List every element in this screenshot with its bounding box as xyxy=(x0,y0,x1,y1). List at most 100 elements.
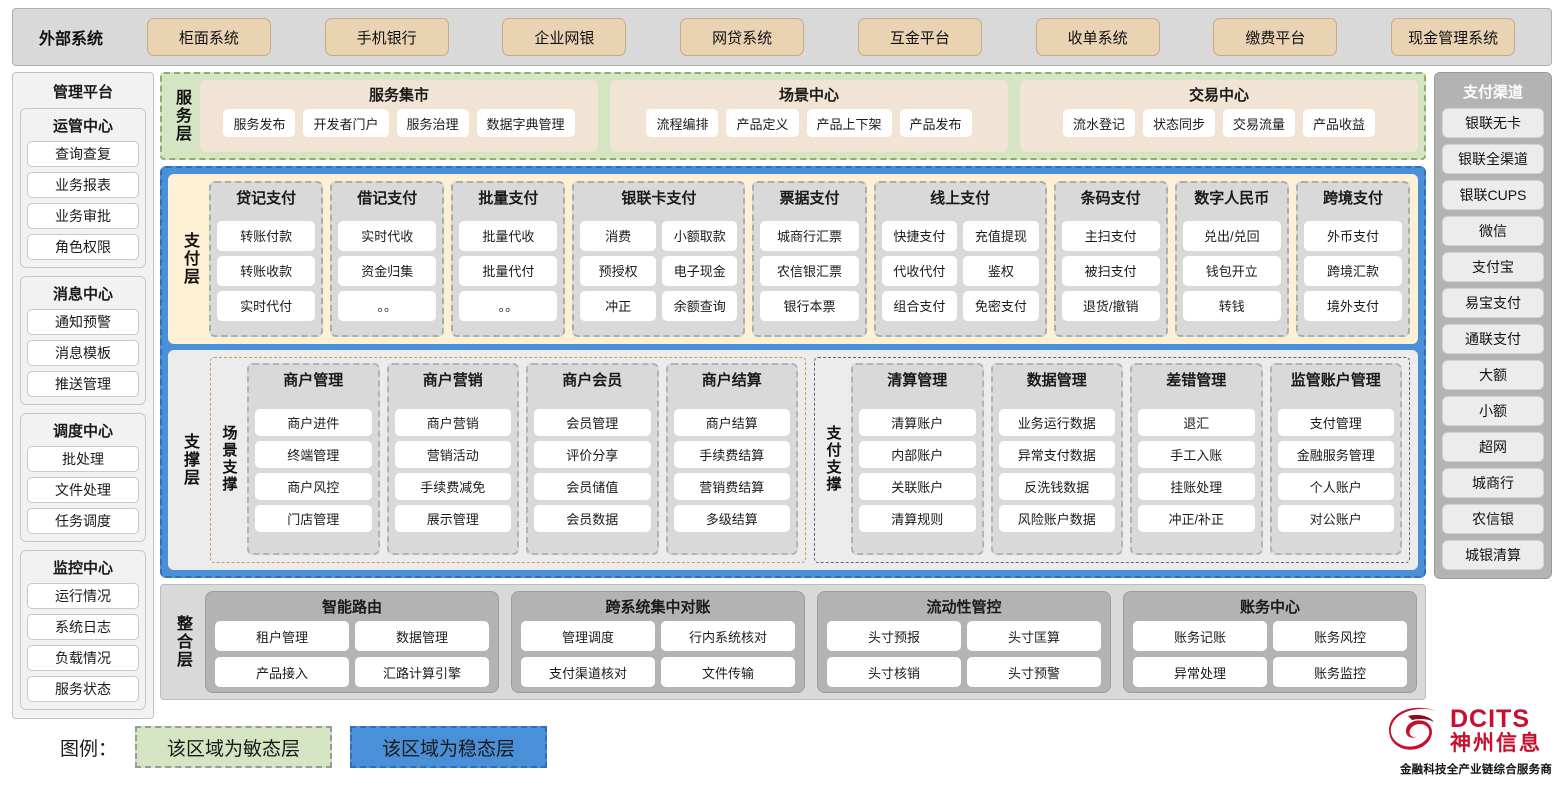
scene-support-chip[interactable]: 会员储值 xyxy=(534,473,651,500)
management-item[interactable]: 业务报表 xyxy=(27,172,139,198)
integration-chip[interactable]: 汇路计算引擎 xyxy=(355,657,489,687)
scene-support-chip[interactable]: 门店管理 xyxy=(255,505,372,532)
payment-support-chip[interactable]: 异常支付数据 xyxy=(998,441,1115,468)
service-chip[interactable]: 数据字典管理 xyxy=(476,109,575,137)
service-chip[interactable]: 服务治理 xyxy=(396,109,469,137)
scene-support-chip[interactable]: 展示管理 xyxy=(394,505,511,532)
external-system-chip[interactable]: 互金平台 xyxy=(857,18,982,56)
scene-support-chip[interactable]: 商户风控 xyxy=(255,473,372,500)
service-chip[interactable]: 流水登记 xyxy=(1062,109,1135,137)
integration-chip[interactable]: 数据管理 xyxy=(355,621,489,651)
scene-support-chip[interactable]: 营销活动 xyxy=(394,441,511,468)
payment-chip[interactable]: 鉴权 xyxy=(963,255,1039,286)
payment-support-chip[interactable]: 关联账户 xyxy=(859,473,976,500)
scene-support-chip[interactable]: 商户进件 xyxy=(255,409,372,436)
management-item[interactable]: 任务调度 xyxy=(27,508,139,534)
management-item[interactable]: 负载情况 xyxy=(27,645,139,671)
integration-chip[interactable]: 产品接入 xyxy=(215,657,349,687)
payment-channel-item[interactable]: 通联支付 xyxy=(1442,324,1544,354)
payment-chip[interactable]: 电子现金 xyxy=(661,255,738,286)
payment-chip[interactable]: 钱包开立 xyxy=(1182,255,1281,286)
payment-channel-item[interactable]: 农信银 xyxy=(1442,504,1544,534)
service-chip[interactable]: 服务发布 xyxy=(223,109,296,137)
payment-chip[interactable]: 。。 xyxy=(338,290,437,321)
scene-support-chip[interactable]: 会员管理 xyxy=(534,409,651,436)
payment-support-chip[interactable]: 对公账户 xyxy=(1277,505,1394,532)
payment-support-chip[interactable]: 风险账户数据 xyxy=(998,505,1115,532)
payment-channel-item[interactable]: 大额 xyxy=(1442,360,1544,390)
payment-support-chip[interactable]: 清算账户 xyxy=(859,409,976,436)
service-chip[interactable]: 开发者门户 xyxy=(303,109,389,137)
external-system-chip[interactable]: 收单系统 xyxy=(1035,18,1160,56)
payment-chip[interactable]: 农信银汇票 xyxy=(760,255,859,286)
integration-chip[interactable]: 文件传输 xyxy=(661,657,795,687)
external-system-chip[interactable]: 现金管理系统 xyxy=(1391,18,1516,56)
payment-chip[interactable]: 免密支付 xyxy=(963,290,1039,321)
payment-chip[interactable]: 境外支付 xyxy=(1303,290,1403,321)
payment-chip[interactable]: 退货/撤销 xyxy=(1061,290,1160,321)
management-item[interactable]: 业务审批 xyxy=(27,203,139,229)
management-item[interactable]: 批处理 xyxy=(27,446,139,472)
service-chip[interactable]: 产品定义 xyxy=(726,109,799,137)
payment-channel-item[interactable]: 易宝支付 xyxy=(1442,288,1544,318)
payment-chip[interactable]: 实时代收 xyxy=(338,220,437,251)
payment-chip[interactable]: 预授权 xyxy=(580,255,656,286)
payment-support-chip[interactable]: 业务运行数据 xyxy=(998,409,1115,436)
integration-chip[interactable]: 行内系统核对 xyxy=(661,621,795,651)
scene-support-chip[interactable]: 商户营销 xyxy=(394,409,511,436)
payment-channel-item[interactable]: 银联无卡 xyxy=(1442,108,1544,138)
integration-chip[interactable]: 管理调度 xyxy=(521,621,655,651)
payment-chip[interactable]: 余额查询 xyxy=(661,290,738,321)
service-chip[interactable]: 产品收益 xyxy=(1303,109,1376,137)
management-item[interactable]: 服务状态 xyxy=(27,676,139,702)
service-chip[interactable]: 流程编排 xyxy=(646,109,719,137)
payment-support-chip[interactable]: 个人账户 xyxy=(1277,473,1394,500)
scene-support-chip[interactable]: 营销费结算 xyxy=(673,473,790,500)
payment-chip[interactable]: 消费 xyxy=(580,220,656,251)
integration-chip[interactable]: 账务记账 xyxy=(1133,621,1267,651)
payment-chip[interactable]: 银行本票 xyxy=(760,290,859,321)
management-item[interactable]: 运行情况 xyxy=(27,583,139,609)
service-chip[interactable]: 产品上下架 xyxy=(806,109,892,137)
integration-chip[interactable]: 支付渠道核对 xyxy=(521,657,655,687)
payment-support-chip[interactable]: 冲正/补正 xyxy=(1138,505,1255,532)
management-item[interactable]: 文件处理 xyxy=(27,477,139,503)
payment-chip[interactable]: 小额取款 xyxy=(661,220,738,251)
integration-chip[interactable]: 租户管理 xyxy=(215,621,349,651)
payment-chip[interactable]: 批量代收 xyxy=(459,220,558,251)
payment-chip[interactable]: 充值提现 xyxy=(963,220,1039,251)
payment-support-chip[interactable]: 内部账户 xyxy=(859,441,976,468)
payment-channel-item[interactable]: 银联CUPS xyxy=(1442,180,1544,210)
integration-chip[interactable]: 头寸核销 xyxy=(827,657,961,687)
payment-channel-item[interactable]: 城银清算 xyxy=(1442,540,1544,570)
payment-chip[interactable]: 兑出/兑回 xyxy=(1182,220,1281,251)
external-system-chip[interactable]: 网贷系统 xyxy=(680,18,805,56)
payment-chip[interactable]: 代收代付 xyxy=(881,255,958,286)
scene-support-chip[interactable]: 终端管理 xyxy=(255,441,372,468)
payment-chip[interactable]: 组合支付 xyxy=(881,290,958,321)
service-chip[interactable]: 状态同步 xyxy=(1142,109,1215,137)
payment-chip[interactable]: 冲正 xyxy=(580,290,656,321)
payment-support-chip[interactable]: 反洗钱数据 xyxy=(998,473,1115,500)
scene-support-chip[interactable]: 手续费减免 xyxy=(394,473,511,500)
external-system-chip[interactable]: 企业网银 xyxy=(502,18,627,56)
payment-channel-item[interactable]: 支付宝 xyxy=(1442,252,1544,282)
management-item[interactable]: 推送管理 xyxy=(27,371,139,397)
payment-channel-item[interactable]: 城商行 xyxy=(1442,468,1544,498)
integration-chip[interactable]: 头寸预警 xyxy=(967,657,1101,687)
payment-support-chip[interactable]: 清算规则 xyxy=(859,505,976,532)
management-item[interactable]: 系统日志 xyxy=(27,614,139,640)
payment-channel-item[interactable]: 超网 xyxy=(1442,432,1544,462)
payment-channel-item[interactable]: 微信 xyxy=(1442,216,1544,246)
payment-chip[interactable]: 资金归集 xyxy=(338,255,437,286)
payment-support-chip[interactable]: 手工入账 xyxy=(1138,441,1255,468)
integration-chip[interactable]: 头寸预报 xyxy=(827,621,961,651)
payment-support-chip[interactable]: 挂账处理 xyxy=(1138,473,1255,500)
scene-support-chip[interactable]: 商户结算 xyxy=(673,409,790,436)
payment-support-chip[interactable]: 支付管理 xyxy=(1277,409,1394,436)
integration-chip[interactable]: 账务风控 xyxy=(1273,621,1407,651)
external-system-chip[interactable]: 手机银行 xyxy=(324,18,449,56)
integration-chip[interactable]: 账务监控 xyxy=(1273,657,1407,687)
service-chip[interactable]: 交易流量 xyxy=(1223,109,1296,137)
management-item[interactable]: 通知预警 xyxy=(27,309,139,335)
